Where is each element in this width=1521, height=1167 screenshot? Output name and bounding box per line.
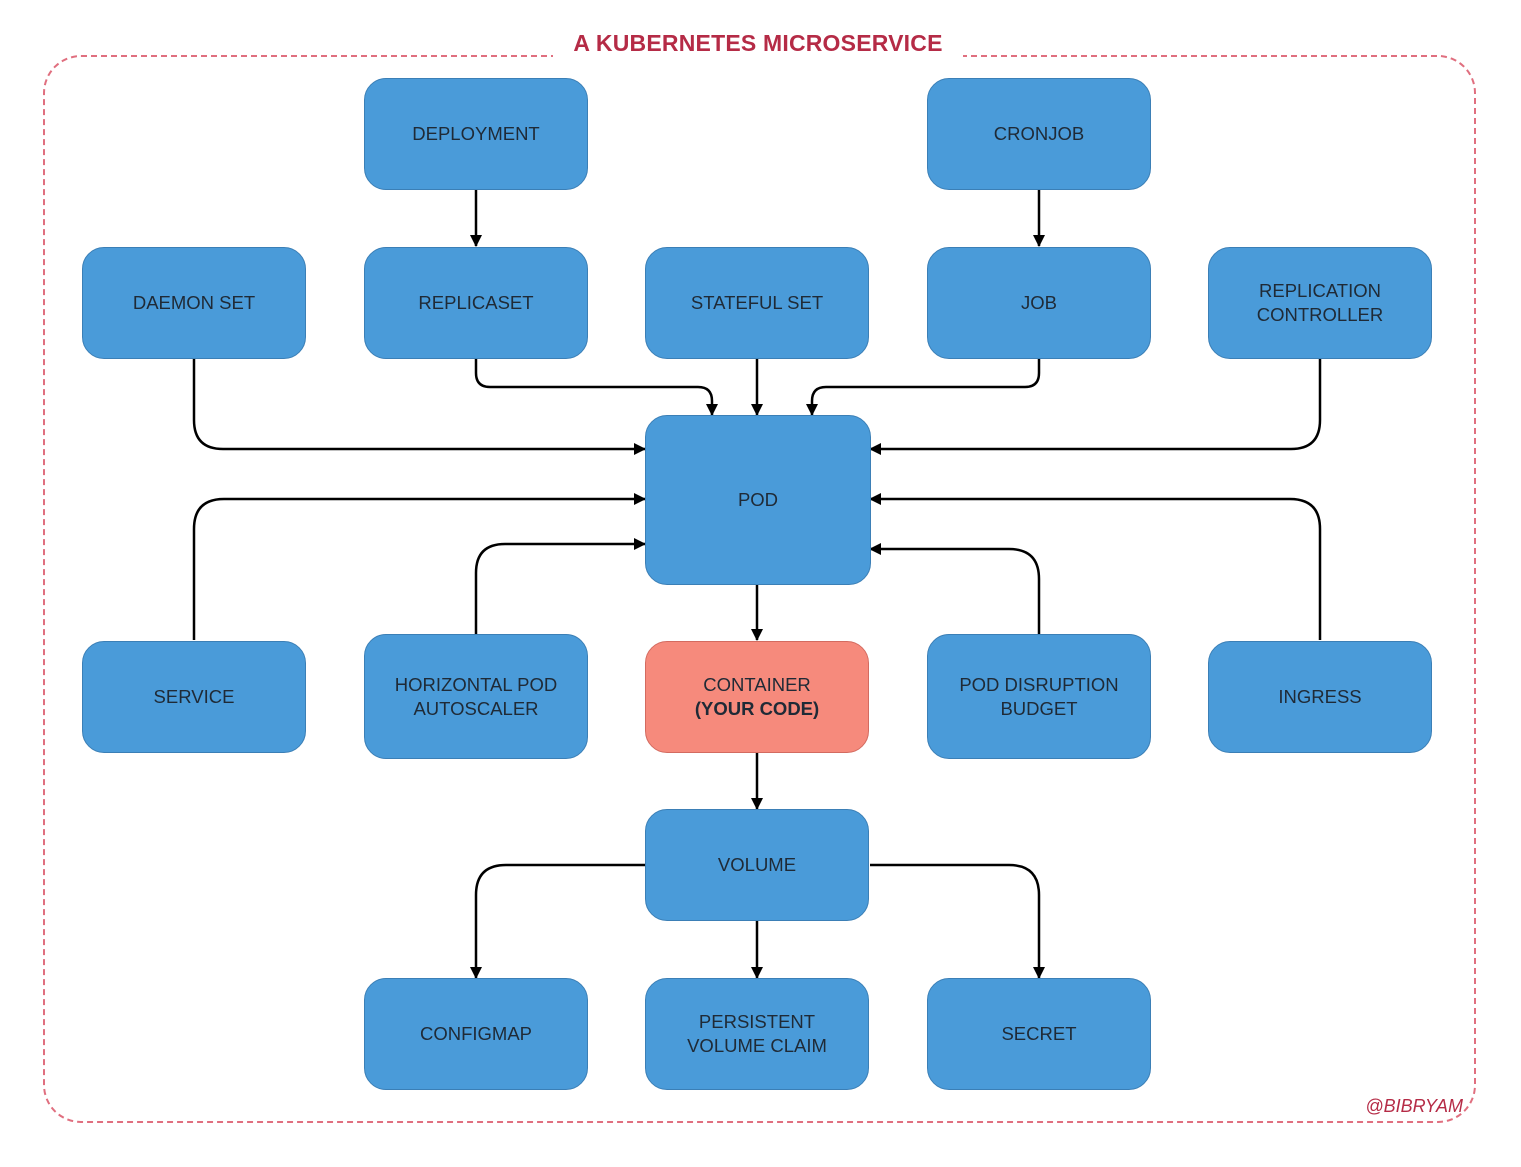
edge-daemonset-pod [192,359,646,455]
node-volume: VOLUME [645,809,869,921]
node-ingress: INGRESS [1208,641,1432,753]
node-container-label-2: (YOUR CODE) [694,698,820,719]
edge-pdb-pod [869,543,1041,634]
node-pod: POD [645,415,871,585]
node-volume-label: VOLUME [717,854,797,875]
node-pod-label: POD [737,489,779,510]
node-container: CONTAINER (YOUR CODE) [645,641,869,753]
node-job-label: JOB [1021,292,1057,313]
edge-replicaset-pod [474,359,718,416]
node-deployment: DEPLOYMENT [364,78,588,190]
node-pvc: PERSISTENT VOLUME CLAIM [645,978,869,1090]
edge-volume-configmap [470,863,645,979]
node-configmap-label: CONFIGMAP [419,1023,533,1044]
node-pvc-label-2: VOLUME CLAIM [687,1035,827,1056]
node-pdb-label-2: BUDGET [1000,697,1078,719]
node-replicaset-label: REPLICASET [418,292,534,313]
edge-service-pod [192,493,646,640]
edge-replication-controller-pod [869,359,1322,455]
diagram-title: A KUBERNETES MICROSERVICE [553,26,963,60]
node-container-label-1: CONTAINER [703,674,811,695]
node-deployment-label: DEPLOYMENT [412,123,540,144]
node-replication-controller: REPLICATION CONTROLLER [1208,247,1432,359]
node-hpa-label-2: AUTOSCALER [413,697,539,719]
edge-hpa-pod [474,538,646,634]
node-pdb-label-1: POD DISRUPTION [959,673,1119,695]
node-hpa-label-1: HORIZONTAL POD [394,673,558,695]
node-daemonset: DAEMON SET [82,247,306,359]
author-signature: @BIBRYAM [1365,1096,1463,1116]
node-service: SERVICE [82,641,306,753]
node-service-label: SERVICE [153,686,235,707]
node-secret-label: SECRET [1001,1023,1077,1044]
node-pvc-label-1: PERSISTENT [698,1011,816,1032]
node-replication-controller-label-1: REPLICATION [1259,280,1381,301]
node-configmap: CONFIGMAP [364,978,588,1090]
node-statefulset: STATEFUL SET [645,247,869,359]
node-daemonset-label: DAEMON SET [132,292,256,313]
edge-ingress-pod [869,493,1322,640]
edge-job-pod [806,359,1041,416]
node-hpa: HORIZONTAL POD AUTOSCALER [364,634,588,759]
edge-volume-secret [870,863,1045,979]
node-secret: SECRET [927,978,1151,1090]
node-job: JOB [927,247,1151,359]
node-cronjob: CRONJOB [927,78,1151,190]
node-ingress-label: INGRESS [1278,686,1362,707]
node-statefulset-label: STATEFUL SET [690,292,824,313]
node-cronjob-label: CRONJOB [993,123,1085,144]
node-replication-controller-label-2: CONTROLLER [1256,304,1384,325]
node-replicaset: REPLICASET [364,247,588,359]
node-pdb: POD DISRUPTION BUDGET [927,634,1151,759]
